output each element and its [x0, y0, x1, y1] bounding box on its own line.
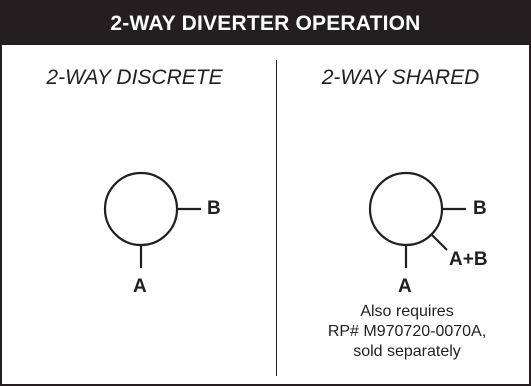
discrete-diverter-symbol — [103, 171, 201, 268]
shared-port-b-label: B — [473, 198, 487, 219]
note-line: Also requires — [360, 303, 454, 320]
panel-title-shared: 2-WAY SHARED — [321, 66, 480, 89]
shared-diverter-symbol — [368, 171, 466, 268]
shared-port-ab-line — [430, 233, 448, 251]
panel-divider — [276, 60, 277, 376]
shared-requirement-note: Also requires RP# M970720-0070A, sold se… — [282, 302, 531, 362]
shared-valve-circle — [368, 171, 444, 247]
note-line: RP# M970720-0070A, — [327, 323, 487, 340]
panel-title-discrete: 2-WAY DISCRETE — [46, 66, 223, 89]
note-line: sold separately — [353, 343, 461, 360]
discrete-port-a-label: A — [133, 276, 147, 297]
shared-port-a-label: A — [398, 276, 412, 297]
discrete-valve-circle — [103, 171, 179, 247]
shared-port-ab-label: A+B — [449, 249, 488, 270]
discrete-port-b-label: B — [207, 198, 221, 219]
card-header: 2-WAY DIVERTER OPERATION — [2, 2, 529, 45]
